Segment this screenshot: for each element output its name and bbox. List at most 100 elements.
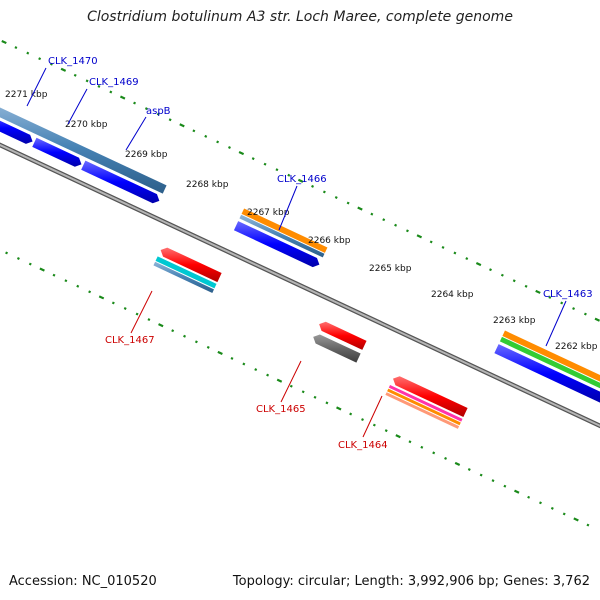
upper-tick-track [535,289,541,294]
upper-tick-track [26,51,30,55]
tick-label: 2269 kbp [125,150,168,160]
upper-tick-track [465,257,469,261]
upper-tick-track [144,107,148,111]
lower-tick-track [88,290,92,294]
cds-arrow [0,120,33,144]
lower-tick-track [503,484,507,488]
gene-label: CLK_1464 [338,440,388,451]
gene-leader-line [125,116,147,151]
upper-tick-track [441,245,445,249]
reverse-misc-bar [388,384,463,422]
upper-tick-track [38,57,42,61]
cds-arrow [233,221,320,268]
lower-tick-track [16,257,20,260]
upper-tick-track [14,46,18,50]
lower-tick-track [39,267,45,272]
lower-tick-track [289,384,293,388]
lower-tick-track [98,295,105,300]
upper-tick-track [156,112,160,116]
lower-tick-track [384,429,388,433]
lower-tick-track [408,440,412,444]
upper-tick-track [73,73,77,77]
upper-tick-track [228,146,231,149]
reverse-gene-bar [153,261,215,293]
upper-tick-track [429,240,433,244]
upper-tick-track [357,206,363,211]
upper-tick-track [168,118,172,122]
lower-tick-track [550,506,554,510]
reverse-cds-arrow [393,376,468,418]
upper-tick-track [334,196,338,199]
reverse-gene-bar [155,256,217,289]
lower-tick-track [28,262,32,266]
upper-tick-track [263,162,267,166]
lower-tick-track [467,468,471,471]
lower-tick-track [171,329,175,333]
lower-tick-track [491,479,495,483]
gene-label: CLK_1467 [105,335,155,346]
lower-tick-track [5,251,9,255]
upper-tick-track [524,284,528,288]
gene-label: CLK_1470 [48,56,98,67]
lower-tick-track [276,378,283,383]
upper-tick-track [548,295,552,299]
tick-label: 2265 kbp [369,264,412,274]
upper-tick-track [453,251,457,255]
gene-leader-line [362,395,383,438]
lower-tick-track [183,334,186,338]
gene-label: CLK_1463 [543,289,593,300]
gene-bar [239,214,325,258]
lower-tick-track [242,362,246,366]
upper-tick-track [489,268,492,272]
lower-tick-track [301,390,305,394]
lower-tick-track [123,307,127,310]
reverse-misc-bar [385,392,460,429]
gene-leader-line [278,185,298,231]
lower-tick-track [325,401,329,405]
lower-tick-track [514,489,520,494]
lower-tick-track [527,495,531,499]
upper-tick-track [594,317,600,322]
upper-tick-track [1,39,7,45]
gene-leader-line [26,67,47,107]
tick-label: 2264 kbp [431,290,474,300]
upper-tick-track [346,201,350,205]
upper-tick-track [297,178,304,183]
upper-tick-track [179,123,185,128]
lower-tick-track [539,501,542,505]
upper-tick-track [583,312,587,316]
rna-bar [502,330,600,382]
upper-tick-track [394,223,398,227]
lower-tick-track [573,517,579,522]
lower-tick-track [336,406,342,411]
upper-tick-track [405,229,409,233]
upper-tick-track [85,79,89,83]
rna-bar [241,208,328,253]
gene-label: CLK_1465 [256,404,306,415]
lower-tick-track [147,318,151,322]
upper-tick-track [109,90,113,94]
tick-label: 2263 kbp [493,316,536,326]
upper-tick-track [560,301,564,305]
cds-arrow [32,137,82,167]
genome-summary-text: Topology: circular; Length: 3,992,906 bp… [232,574,590,589]
lower-tick-track [349,412,353,416]
lower-tick-track [111,301,115,305]
accession-text: Accession: NC_010520 [9,574,157,589]
genome-title: Clostridium botulinum A3 str. Loch Maree… [87,9,513,25]
lower-tick-track [266,373,270,377]
upper-tick-track [416,234,423,239]
lower-tick-track [158,323,164,328]
upper-tick-track [275,168,279,172]
upper-tick-track [238,151,245,156]
upper-tick-track [475,262,482,267]
lower-tick-track [52,273,56,277]
lower-tick-track [254,368,258,372]
upper-tick-track [119,95,126,100]
lower-tick-track [562,512,566,516]
lower-tick-track [586,523,590,527]
upper-tick-track [382,218,386,222]
cds-arrow [81,160,160,204]
upper-tick-track [60,67,67,72]
lower-tick-track [479,473,483,477]
